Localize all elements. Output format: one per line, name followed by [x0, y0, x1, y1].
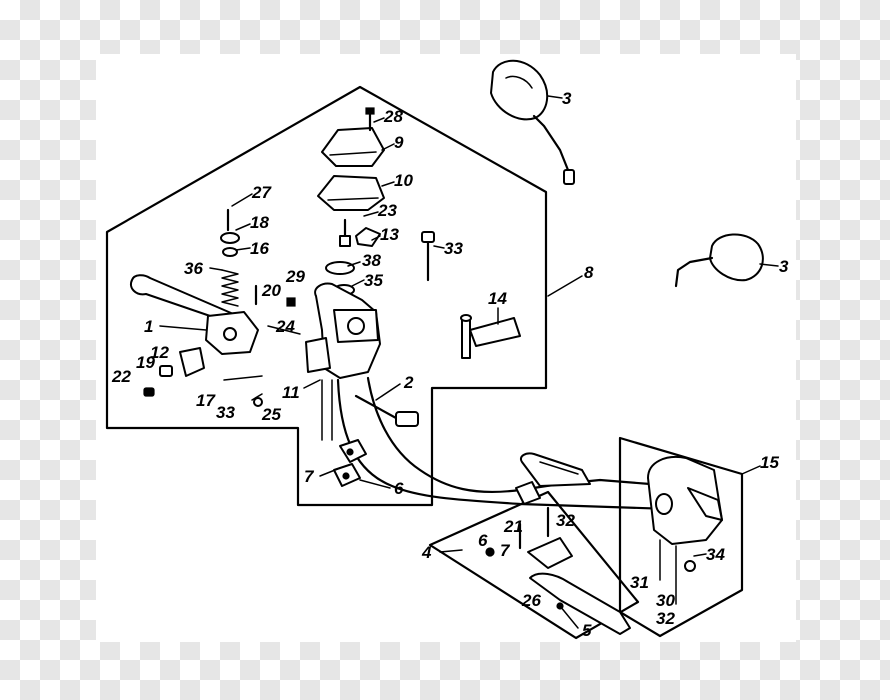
switch-housing — [647, 456, 723, 605]
label-p27: 27 — [251, 183, 272, 202]
label-p14: 14 — [488, 289, 507, 308]
label-p12: 12 — [150, 343, 169, 362]
label-p37: 36 — [184, 259, 203, 278]
label-p20: 20 — [261, 281, 281, 300]
label-p34: 33 — [216, 403, 235, 422]
label-p29: 29 — [285, 267, 305, 286]
label-p3b: 3 — [779, 257, 789, 276]
grip-lever-assembly — [485, 452, 631, 635]
label-p36: 35 — [364, 271, 383, 290]
label-p21: 21 — [503, 517, 523, 536]
switch-plunger — [254, 284, 301, 335]
lower-screws — [333, 439, 367, 487]
label-p28: 28 — [383, 107, 403, 126]
label-p16: 16 — [250, 239, 269, 258]
brake-lever — [130, 274, 259, 355]
label-p5: 5 — [582, 621, 592, 640]
label-p1: 1 — [144, 317, 153, 336]
label-p6b: 6 — [478, 531, 488, 550]
label-p31: 31 — [630, 573, 649, 592]
label-p6a: 6 — [394, 479, 404, 498]
mount-bracket — [460, 314, 521, 359]
label-p35: 34 — [706, 545, 725, 564]
label-p2: 2 — [403, 373, 414, 392]
label-p22: 22 — [111, 367, 131, 386]
reservoir-cap — [317, 127, 385, 211]
label-p33b: 32 — [556, 511, 575, 530]
seal-ring — [325, 261, 355, 275]
label-p33a: 33 — [444, 239, 463, 258]
label-p4: 4 — [421, 543, 432, 562]
handlebar — [336, 378, 702, 512]
brake-hose — [366, 376, 652, 494]
group-boundary-master-cylinder — [105, 85, 548, 507]
label-p26: 26 — [521, 591, 541, 610]
label-p3a: 3 — [562, 89, 572, 108]
label-p25: 25 — [261, 405, 281, 424]
label-p23: 23 — [377, 201, 397, 220]
label-p15: 15 — [760, 453, 779, 472]
part-labels: 3 3 8 15 28 9 10 23 13 38 35 33 14 27 18… — [111, 89, 789, 640]
label-p19: 19 — [136, 353, 155, 372]
mirror-upper — [490, 59, 575, 185]
label-p24: 24 — [275, 317, 295, 336]
switch-wire — [354, 394, 419, 427]
pivot-spring — [220, 208, 240, 307]
group-boundary-switch-housing — [618, 436, 744, 638]
leader-lines — [159, 95, 779, 629]
cap-screws — [339, 107, 381, 247]
label-p9: 9 — [394, 133, 404, 152]
label-p8: 8 — [584, 263, 594, 282]
label-p38: 38 — [362, 251, 381, 270]
label-p10: 10 — [394, 171, 413, 190]
lever-clamp-parts — [143, 347, 263, 407]
label-p32: 32 — [656, 609, 675, 628]
label-p7b: 7 — [500, 541, 511, 560]
label-p7a: 7 — [304, 467, 315, 486]
label-p30: 30 — [656, 591, 675, 610]
master-cylinder-body — [305, 282, 381, 441]
mirror-lower — [674, 233, 764, 288]
label-p13: 13 — [380, 225, 399, 244]
label-p18: 18 — [250, 213, 269, 232]
label-p11: 11 — [282, 383, 300, 402]
banjo-bolt — [421, 231, 435, 282]
group-boundary-lever-bracket — [428, 490, 640, 640]
label-p17: 17 — [196, 391, 216, 410]
